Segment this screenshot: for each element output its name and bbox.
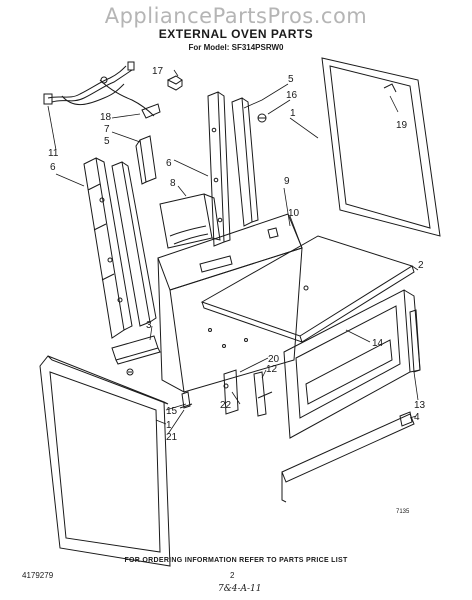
oven-door-part-14 <box>283 289 421 439</box>
toe-kick-part-4 <box>281 413 415 503</box>
callout-3: 3 <box>146 320 152 331</box>
door-panel-part-1-bottom <box>39 355 171 567</box>
side-panel-part-6-left <box>83 157 157 339</box>
wire-harness-part-11 <box>43 61 155 117</box>
document-number: 4179279 <box>22 571 54 580</box>
callout-5b: 5 <box>104 136 110 147</box>
callout-6-left: 6 <box>50 162 56 173</box>
screw-part-16 <box>257 113 267 123</box>
page-number: 2 <box>230 571 235 580</box>
callout-8: 8 <box>170 178 176 189</box>
callout-20: 20 <box>268 354 280 365</box>
callout-14: 14 <box>372 338 384 349</box>
callout-1-top: 1 <box>290 108 296 119</box>
callout-15: 15 <box>166 406 178 417</box>
callout-1-bottom: 1 <box>166 420 172 431</box>
side-panel-part-5-center <box>207 91 259 247</box>
callout-12: 12 <box>266 364 278 375</box>
watermark-text: AppliancePartsPros.com <box>104 4 368 28</box>
bottom-rail-part-3 <box>111 335 161 365</box>
ordering-footer: FOR ORDERING INFORMATION REFER TO PARTS … <box>124 557 348 564</box>
callout-22: 22 <box>220 400 232 411</box>
callout-10: 10 <box>288 208 300 219</box>
vent-duct-part-8 <box>159 193 221 249</box>
trim-strip-part-13 <box>399 309 421 427</box>
callout-labels: 17 5 16 1 18 7 5 19 11 6 6 8 9 10 2 3 14… <box>48 66 426 443</box>
door-frame-part-1-top <box>321 57 441 237</box>
callout-2: 2 <box>418 260 424 271</box>
latch-part-20 <box>223 369 273 417</box>
callout-5: 5 <box>288 74 294 85</box>
callout-21: 21 <box>166 432 178 443</box>
callout-4: 4 <box>414 412 420 423</box>
clip-part-17 <box>166 75 183 91</box>
model-subtitle: For Model: SF314PSRW0 <box>188 43 284 52</box>
leader-lines <box>47 69 419 435</box>
callout-18: 18 <box>100 112 112 123</box>
callout-7: 7 <box>104 124 110 135</box>
figure-code: 7135 <box>396 509 410 515</box>
callout-6-center: 6 <box>166 158 172 169</box>
callout-13: 13 <box>414 400 426 411</box>
callout-19: 19 <box>396 120 408 131</box>
callout-17: 17 <box>152 66 164 77</box>
cooktop-panel-part-2 <box>200 235 415 343</box>
bracket-part-7 <box>135 103 161 185</box>
leveling-leg-part-21 <box>126 368 193 409</box>
callout-9: 9 <box>284 176 290 187</box>
diagram-title: EXTERNAL OVEN PARTS <box>158 27 314 41</box>
callout-16: 16 <box>286 90 298 101</box>
handwritten-note: 7&4-A-11 <box>218 584 262 594</box>
callout-11: 11 <box>48 148 59 159</box>
cabinet-body-part-10 <box>157 213 303 393</box>
